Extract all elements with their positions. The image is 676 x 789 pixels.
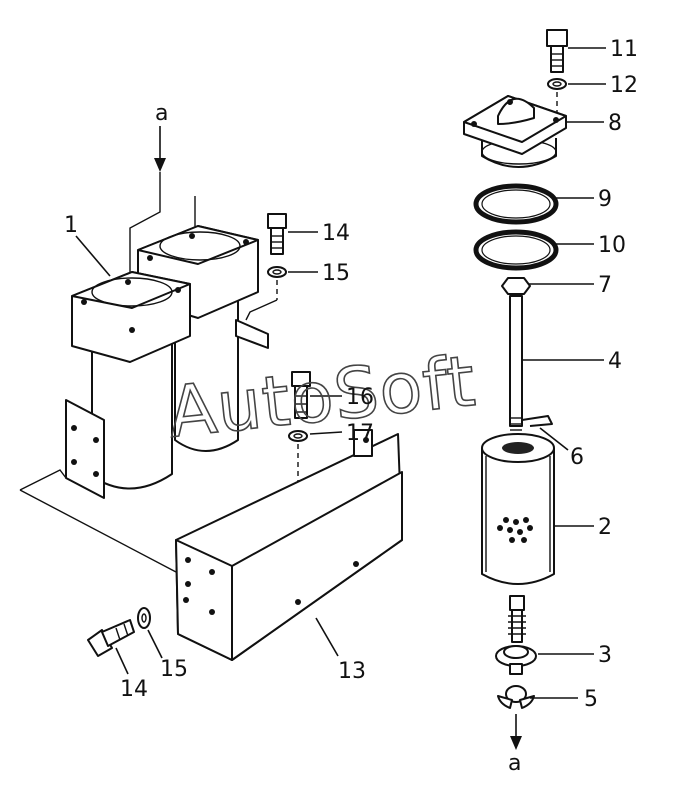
callout-10: 10 [598,233,626,258]
callout-14-top: 14 [322,221,350,246]
callout-17: 17 [346,421,374,446]
washer-15-bottom [137,607,163,659]
o-ring-10 [473,229,594,271]
center-bolt-4 [509,295,604,437]
callout-2: 2 [598,515,612,540]
callout-15-bottom: 15 [160,657,188,682]
drain-valve-3 [495,595,594,675]
callout-16: 16 [346,385,374,410]
callout-15-top: 15 [322,261,350,286]
o-ring-9 [473,183,594,225]
callout-11: 11 [610,37,638,62]
nut-7 [501,277,594,295]
callout-13: 13 [338,659,366,684]
callout-3: 3 [598,643,612,668]
filter-head-8 [463,95,604,168]
callout-8: 8 [608,111,622,136]
flow-arrow-bottom [510,714,522,750]
washer-15-top [245,266,318,321]
callout-4: 4 [608,349,622,374]
bolt-11 [546,29,606,73]
callout-5: 5 [584,687,598,712]
bracket-13 [175,429,403,661]
filter-housing [19,126,269,573]
bolt-14-bottom [87,619,135,675]
flow-label-top: a [155,101,168,126]
wing-nut-5 [497,685,578,709]
bolt-14-top [267,213,318,255]
washer-12 [547,78,606,112]
callout-9: 9 [598,187,612,212]
flow-label-bottom: a [508,751,521,776]
callout-6: 6 [570,445,584,470]
bolt-16 [291,371,342,419]
callout-7: 7 [598,273,612,298]
callout-14-bottom: 14 [120,677,148,702]
filter-element-2 [481,433,594,585]
callout-1: 1 [64,213,78,238]
callout-12: 12 [610,73,638,98]
pin-6 [521,415,569,451]
washer-17 [288,430,343,602]
